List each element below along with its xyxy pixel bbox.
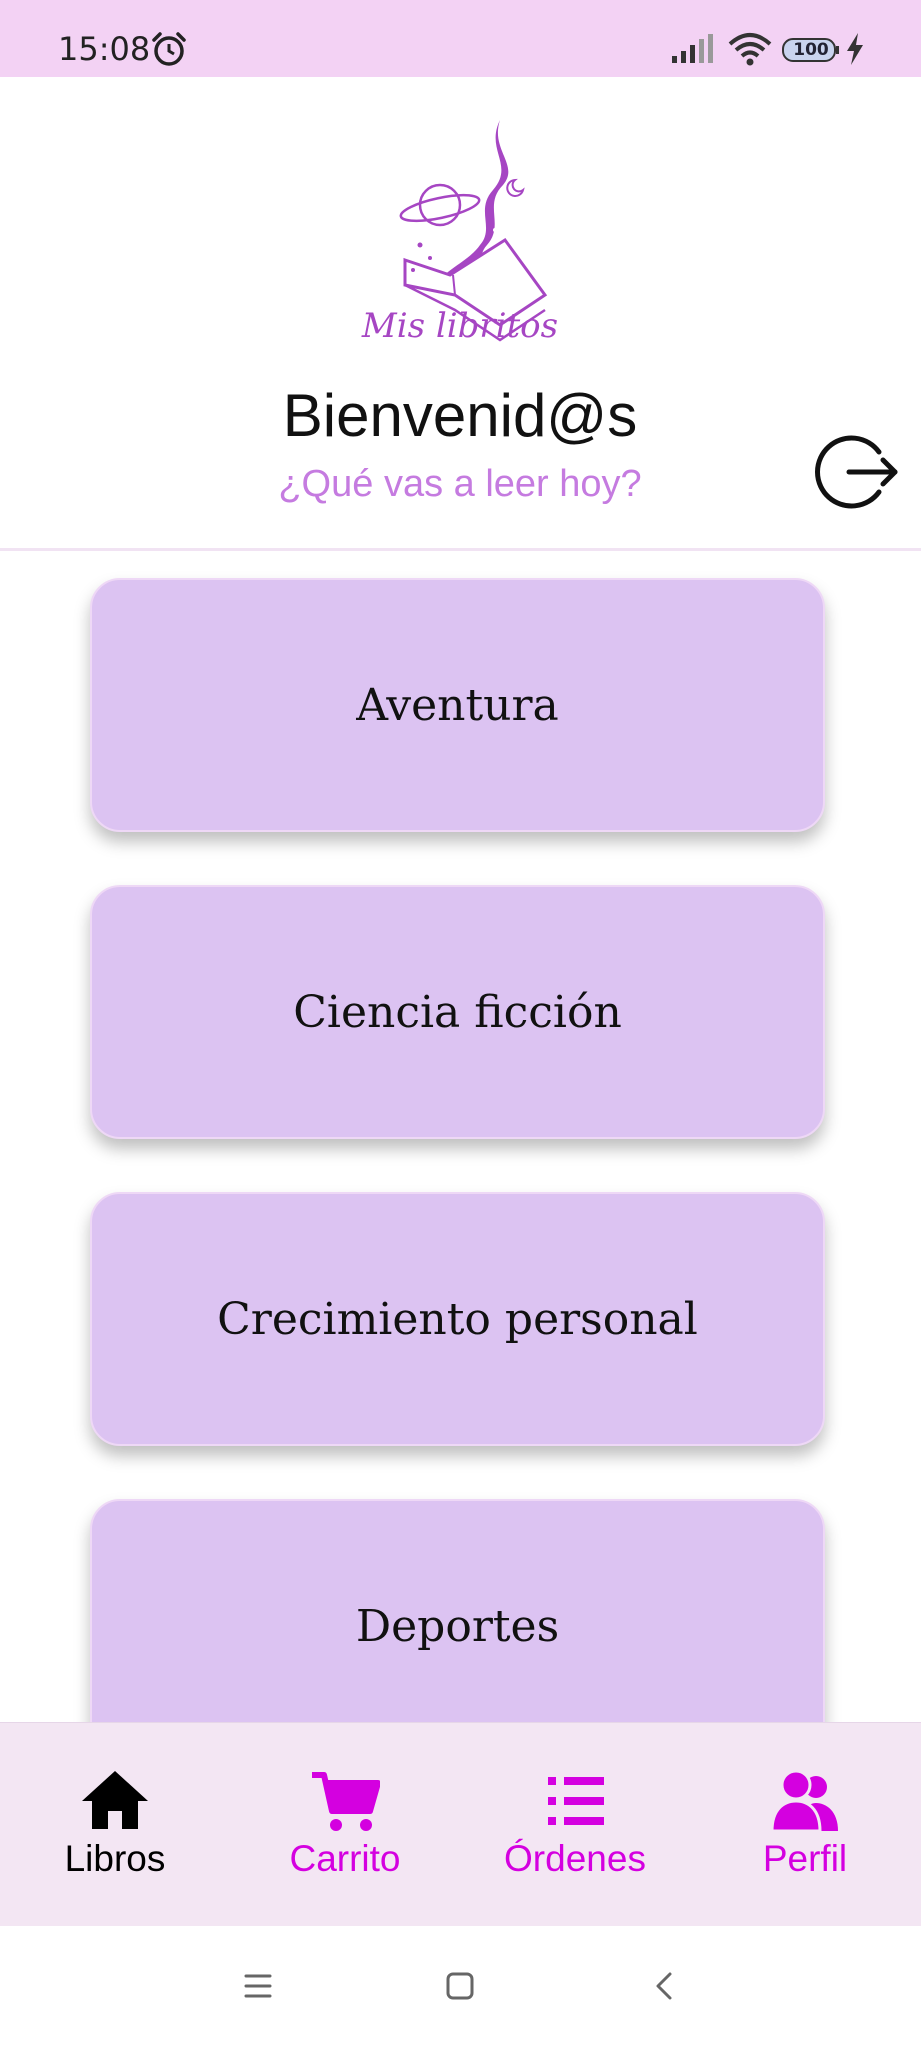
- category-card-aventura[interactable]: Aventura: [90, 578, 825, 832]
- charging-icon: [847, 33, 863, 65]
- page-subtitle: ¿Qué vas a leer hoy?: [278, 463, 642, 505]
- battery-icon: [782, 38, 839, 62]
- wifi-icon: [728, 33, 772, 66]
- logout-button[interactable]: [815, 430, 899, 514]
- home-icon: [82, 1771, 148, 1829]
- category-label: Ciencia ficción: [293, 986, 622, 1038]
- nav-label-perfil: Perfil: [762, 1838, 848, 1879]
- status-bar: 15:08 100: [0, 0, 921, 77]
- logo-icon: [399, 120, 548, 342]
- brand-name: Mis libritos: [361, 306, 559, 346]
- list-icon: [548, 1777, 604, 1825]
- header-divider: [0, 548, 921, 551]
- nav-item-libros[interactable]: Libros: [0, 1723, 230, 1927]
- users-icon: [770, 1769, 838, 1833]
- category-label: Crecimiento personal: [217, 1293, 698, 1345]
- menu-icon[interactable]: [236, 1964, 280, 2008]
- nav-label-libros: Libros: [64, 1838, 166, 1879]
- category-card-deportes[interactable]: Deportes: [90, 1499, 825, 1722]
- status-time: 15:08: [58, 30, 151, 68]
- system-nav-bar: [0, 1926, 921, 2048]
- category-label: Deportes: [355, 1600, 560, 1652]
- cart-icon: [312, 1772, 380, 1831]
- page-title: Bienvenid@s: [282, 382, 638, 449]
- nav-item-carrito[interactable]: Carrito: [230, 1723, 460, 1927]
- category-card-crecimiento-personal[interactable]: Crecimiento personal: [90, 1192, 825, 1446]
- nav-item-perfil[interactable]: Perfil: [690, 1723, 920, 1927]
- home-square-icon[interactable]: [438, 1964, 482, 2008]
- nav-item-ordenes[interactable]: Órdenes: [460, 1723, 690, 1927]
- alarm-icon: [152, 32, 186, 66]
- category-card-ciencia-ficcion[interactable]: Ciencia ficción: [90, 885, 825, 1139]
- signal-icon: [672, 34, 713, 63]
- category-label: Aventura: [356, 679, 559, 731]
- battery-level: 100: [793, 40, 829, 60]
- category-list: Aventura Ciencia ficción Crecimiento per…: [90, 578, 825, 1722]
- logout-icon: [815, 435, 898, 509]
- nav-label-ordenes: Órdenes: [504, 1838, 646, 1879]
- back-icon[interactable]: [642, 1964, 686, 2008]
- nav-label-carrito: Carrito: [289, 1838, 401, 1879]
- bottom-nav: Libros Carrito Órdenes Perfil: [0, 1722, 921, 1926]
